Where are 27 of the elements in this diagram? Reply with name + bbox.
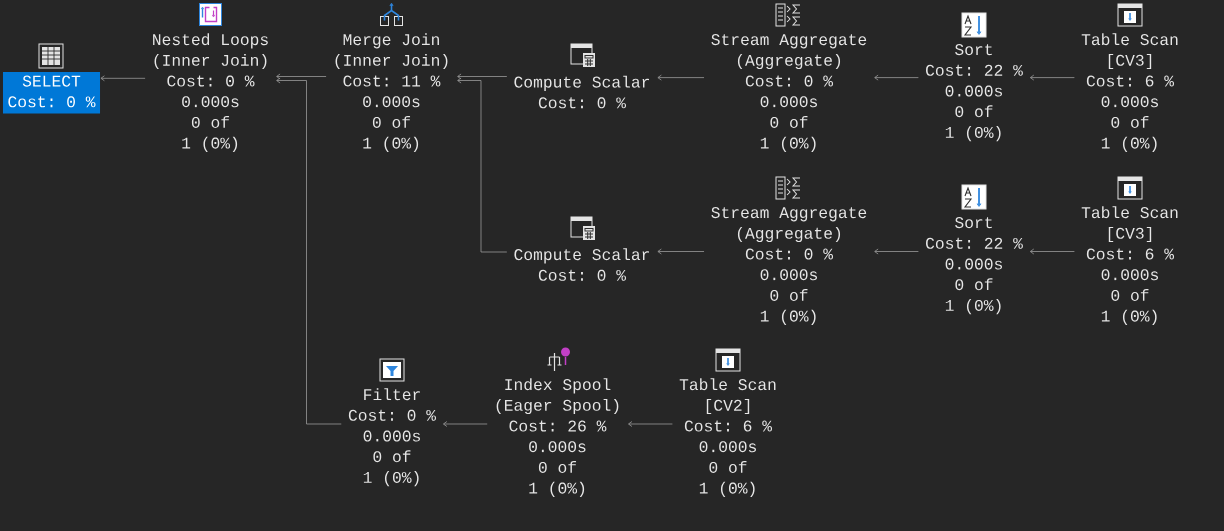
arrow (276, 73, 327, 80)
operator-label: Table Scan [CV3] Cost: 6 % 0.000s 0 of 1 (0%) (1081, 33, 1178, 152)
arrow (657, 74, 705, 81)
arrow (1029, 74, 1075, 81)
arrow (1029, 248, 1075, 255)
operator-label: Compute Scalar Cost: 0 % (514, 75, 649, 109)
operator-label: Table Scan [CV2] Cost: 6 % 0.000s 0 of 1 (0%) (679, 378, 776, 497)
arrow (457, 77, 508, 253)
arrow (874, 248, 919, 255)
arrow (100, 75, 146, 82)
operator-label: Sort Cost: 22 % 0.000s 0 of 1 (0%) (926, 44, 1023, 142)
operator-label: Nested Loops (Inner Join) Cost: 0 % 0.000s 0 of 1 (0%) (153, 33, 268, 152)
operator-label: Compute Scalar Cost: 0 % (514, 248, 649, 281)
operator-label: Sort Cost: 22 % 0.000s 0 of 1 (0%) (926, 217, 1023, 315)
operator-label: Stream Aggregate (Aggregate) Cost: 0 % 0.000s 0 of 1 (0%) (711, 207, 867, 325)
arrow (874, 74, 919, 81)
arrow (276, 77, 342, 425)
arrow (657, 248, 705, 255)
operator-label: Stream Aggregate (Aggregate) Cost: 0 % 0.000s 0 of 1 (0%) (711, 34, 867, 152)
highlight-box: SELECT Cost: 0 % (3, 72, 100, 114)
operator-label: Table Scan [CV3] Cost: 6 % 0.000s 0 of 1 (0%) (1081, 206, 1178, 325)
operator-label: Merge Join (Inner Join) Cost: 11 % 0.000s 0 of 1 (0%) (335, 33, 448, 152)
arrow (457, 73, 508, 80)
operator-label: Index Spool (Eager Spool) Cost: 26 % 0.000s 0 of 1 (0%) (496, 378, 619, 497)
operator-label: Filter Cost: 0 % 0.000s 0 of 1 (0%) (348, 388, 436, 487)
arrow (443, 421, 488, 427)
arrow (628, 421, 673, 427)
